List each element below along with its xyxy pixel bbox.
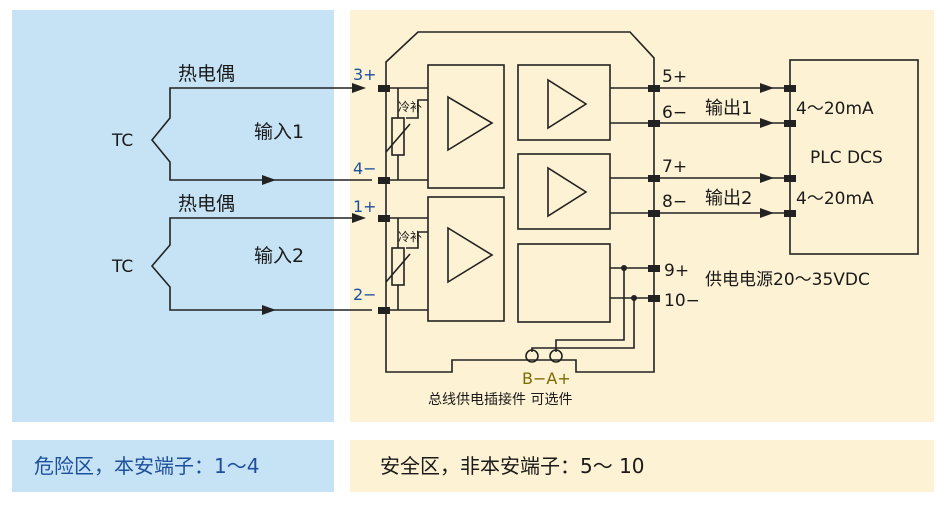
safe-zone [350,10,934,422]
terminal-label-10: 10− [664,291,700,311]
isolator-housing [385,31,655,373]
terminal-3 [378,85,390,92]
power-label: 供电电源20～35VDC [705,270,870,290]
terminal-8 [648,210,660,217]
tc1-wire [150,87,372,181]
terminal-1 [378,215,390,222]
sensor-label-1: 热电偶 [178,63,235,85]
terminal-9 [648,265,660,272]
input-label-2: 输入2 [254,245,304,267]
signal-label-1: 4～20mA [796,99,874,119]
output-label-1: 输出1 [705,98,752,119]
terminal-label-2: 2− [353,285,377,304]
tc-label-1: TC [111,131,133,151]
output-module-1 [517,64,611,141]
terminal-label-1: 1+ [353,197,377,216]
terminal-label-4: 4− [353,159,377,178]
terminal-label-7: 7+ [662,157,687,177]
hazardous-zone [12,10,334,422]
bus-pins-label: B−A+ [522,369,571,388]
safe-caption: 安全区，非本安端子：5～ 10 [380,454,645,478]
cj-label-2: 冷补 [398,230,422,244]
input-label-1: 输入1 [254,121,304,143]
tc-label-2: TC [111,257,133,277]
tc2-wire [150,217,372,311]
plc-label: PLC DCS [810,148,883,168]
output-label-2: 输出2 [705,188,752,209]
input-module-2 [427,196,505,322]
bus-caption: 总线供电插接件 可选件 [428,391,572,408]
terminal-label-9: 9+ [664,261,689,281]
input-module-1 [427,64,505,189]
hazardous-caption-bar [12,440,334,492]
bus-pin-b [525,349,539,363]
input-amp-2 [447,226,494,284]
terminal-label-3: 3+ [353,65,377,84]
terminal-6 [648,120,660,127]
signal-label-2: 4～20mA [796,189,874,209]
safe-caption-bar [350,440,934,492]
input-amp-1 [447,95,494,152]
terminal-5 [648,85,660,92]
cj-resistor-1 [391,117,405,156]
cj-label-1: 冷补 [398,100,422,114]
sensor-label-2: 热电偶 [178,193,235,215]
hazardous-caption: 危险区，本安端子：1～4 [34,454,259,478]
bus-pin-a [549,349,563,363]
output-amp-2 [547,166,588,218]
cj-resistor-2 [391,247,405,286]
terminal-label-6: 6− [662,103,687,123]
terminal-label-5: 5+ [662,67,687,87]
power-module [517,243,611,323]
terminal-4 [378,177,390,184]
terminal-label-8: 8− [662,192,687,212]
terminal-2 [378,307,390,314]
plc-dcs-box [789,59,919,255]
terminal-7 [648,175,660,182]
output-amp-1 [547,78,588,130]
output-module-2 [517,153,611,230]
terminal-10 [648,295,660,302]
